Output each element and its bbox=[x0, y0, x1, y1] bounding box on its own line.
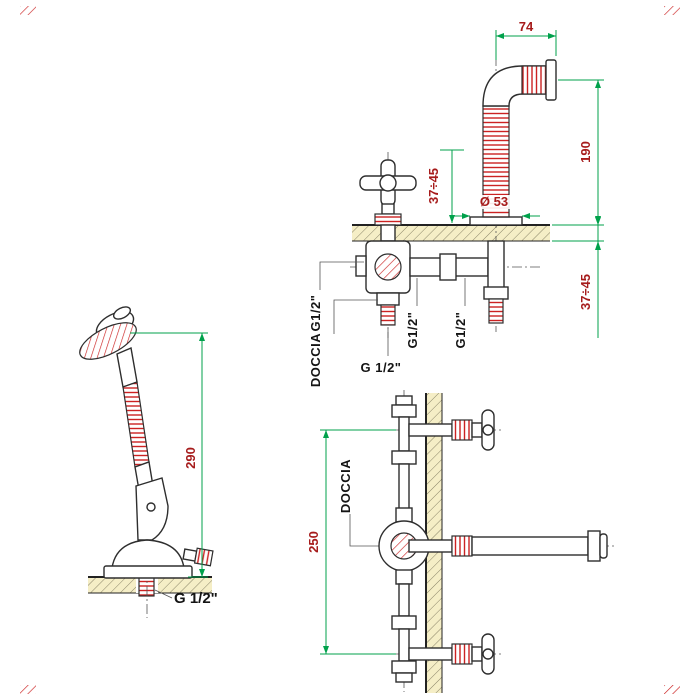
connecting-pipe bbox=[409, 240, 509, 324]
top-valve-branch bbox=[408, 409, 495, 451]
spout-branch bbox=[408, 530, 608, 562]
thread-label-bottom: G 1/2" bbox=[361, 360, 402, 375]
deck-hatch bbox=[352, 225, 550, 241]
corner-mark-icon bbox=[664, 6, 680, 15]
shower-bracket bbox=[103, 477, 214, 579]
mixer-front-view: 250 DOCCIA bbox=[306, 390, 614, 693]
hand-shower-side-view: 290 G 1/2" bbox=[79, 306, 218, 618]
dim-290: 290 bbox=[183, 447, 198, 469]
shower-outlet-label-front: DOCCIA bbox=[338, 459, 353, 513]
dimension-shower-height: 290 bbox=[130, 332, 208, 578]
dimension-deck-thickness-right: 37÷45 bbox=[552, 216, 604, 338]
manifold-column bbox=[378, 395, 430, 683]
hand-shower bbox=[79, 306, 154, 491]
dim-37-45-left: 37÷45 bbox=[426, 168, 441, 204]
dimension-escutcheon-diameter: Ø 53 bbox=[452, 194, 540, 219]
dimension-deck-thickness-left: 37÷45 bbox=[426, 149, 464, 223]
thread-label-mid: G1/2" bbox=[405, 312, 420, 349]
deck-mounted-side-view: 74 190 37÷45 37÷45 Ø 53 bbox=[308, 19, 604, 387]
dim-190: 190 bbox=[578, 141, 593, 163]
thread-label-floor: G 1/2" bbox=[174, 590, 218, 607]
dimension-spout-reach: 74 bbox=[495, 19, 557, 60]
dimension-spout-height: 190 bbox=[552, 79, 604, 226]
dimension-valve-spacing: 250 bbox=[306, 429, 396, 655]
corner-mark-icon bbox=[664, 685, 680, 694]
dim-diameter-53: Ø 53 bbox=[480, 194, 508, 209]
dim-74: 74 bbox=[519, 19, 534, 34]
valve-cross-handle bbox=[359, 159, 417, 242]
thread-label-left: G1/2" bbox=[308, 295, 323, 332]
bottom-valve-branch bbox=[408, 633, 495, 675]
dim-37-45-right: 37÷45 bbox=[578, 274, 593, 310]
shower-outlet-label: DOCCIA bbox=[308, 333, 323, 387]
valve-body-under-deck bbox=[355, 240, 411, 326]
dim-250: 250 bbox=[306, 531, 321, 553]
thread-label-right: G1/2" bbox=[453, 312, 468, 349]
corner-mark-icon bbox=[20, 685, 36, 694]
corner-mark-icon bbox=[20, 6, 36, 15]
spout-column bbox=[469, 59, 557, 226]
